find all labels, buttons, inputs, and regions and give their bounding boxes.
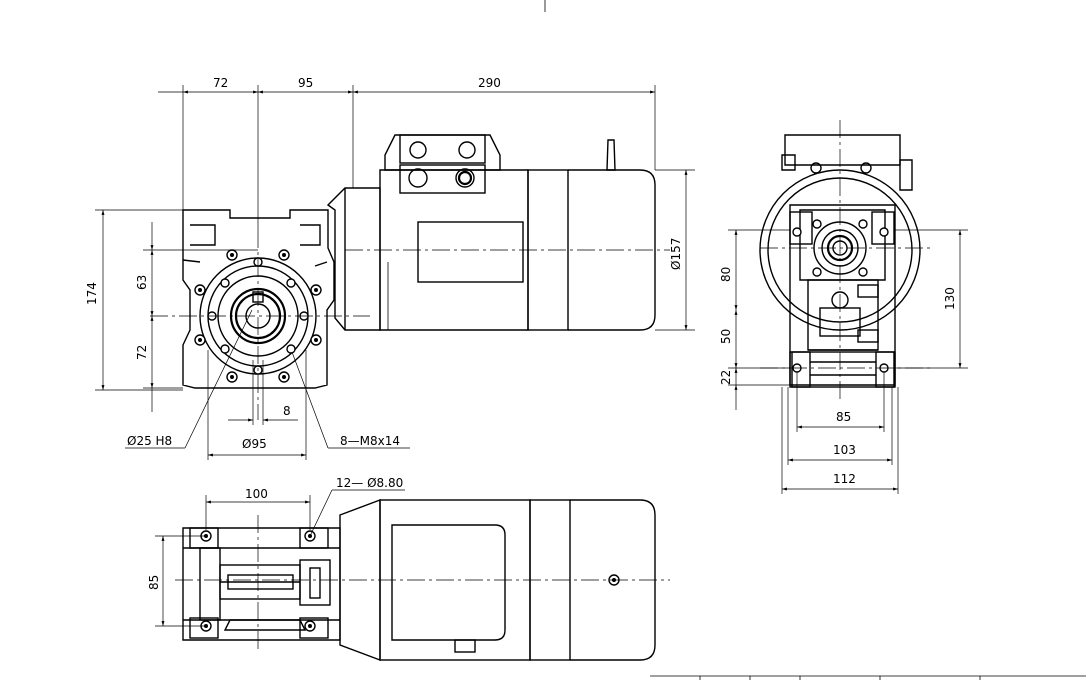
top-dim-85: 85 [147, 575, 161, 590]
dim-290: 290 [478, 76, 501, 90]
dim-72-top: 72 [213, 76, 228, 90]
dim-key-8: 8 [283, 404, 291, 418]
front-view: 72 95 290 174 63 72 Ø157 8 Ø25 H8 [85, 76, 695, 460]
dim-174: 174 [85, 282, 99, 305]
top-callout-holes: 12— Ø8.80 [336, 476, 403, 490]
dim-95-top: 95 [298, 76, 313, 90]
dim-dia-157: Ø157 [669, 238, 683, 270]
side-dim-103: 103 [833, 443, 856, 457]
top-dim-100: 100 [245, 487, 268, 501]
side-dim-50: 50 [719, 329, 733, 344]
side-dim-80: 80 [719, 267, 733, 282]
terminal-box [384, 134, 501, 194]
side-dim-85: 85 [836, 410, 851, 424]
callout-bolts: 8—M8x14 [340, 434, 400, 448]
side-view: 80 50 22 130 85 103 112 [719, 120, 968, 494]
callout-flange-dia: Ø95 [242, 437, 267, 451]
callout-bore: Ø25 H8 [127, 434, 172, 448]
side-dim-112: 112 [833, 472, 856, 486]
gearbox-front [182, 209, 335, 389]
top-view: 100 85 12— Ø8.80 [147, 476, 670, 662]
title-block-edge [650, 675, 1086, 680]
flange-bolt-holes [194, 249, 322, 383]
side-dim-22: 22 [719, 370, 733, 385]
motor-front [326, 134, 656, 331]
dim-72-left: 72 [135, 345, 149, 360]
side-dim-130: 130 [943, 287, 957, 310]
dim-63: 63 [135, 275, 149, 290]
